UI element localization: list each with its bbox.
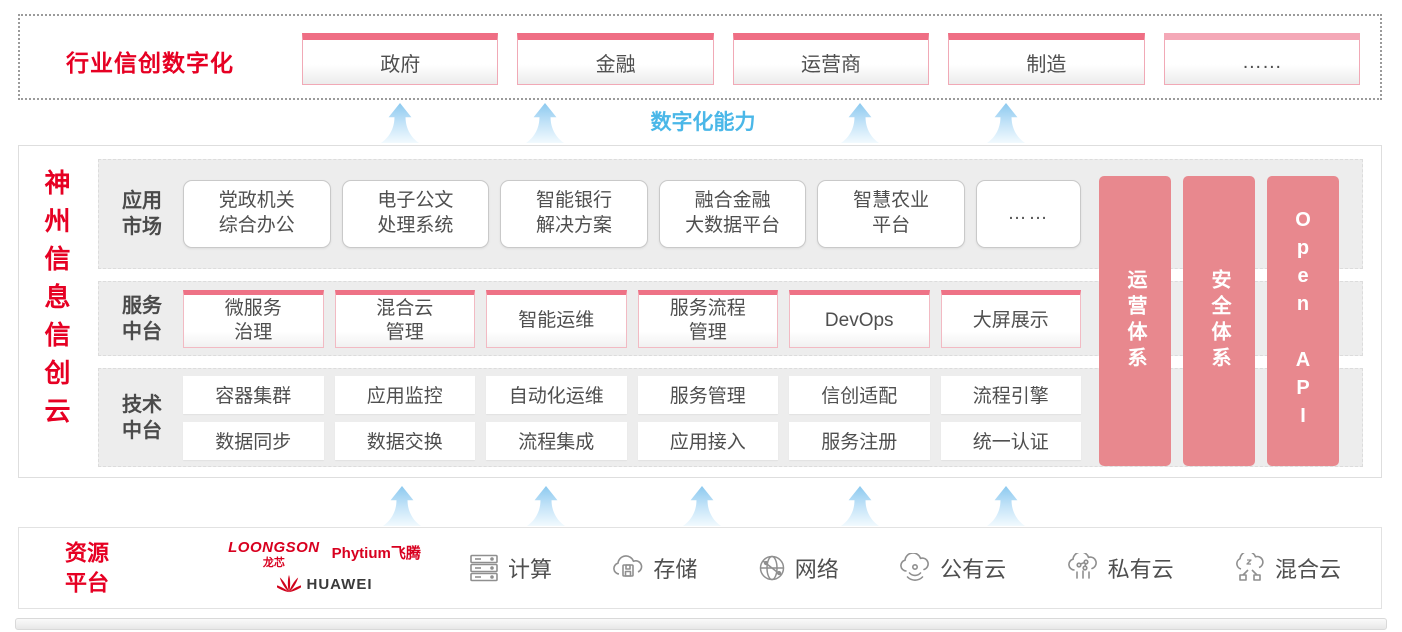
platform-panel: 神州信息信创云 应用 市场 党政机关 综合办公 电子公文 处理系统 智能银行 解…	[18, 145, 1382, 478]
resource-item-public-cloud: 公有云	[897, 552, 1006, 584]
service-item: 大屏展示	[940, 289, 1081, 348]
up-arrow-icon	[382, 486, 422, 526]
resource-item-private-cloud: 私有云	[1065, 552, 1174, 584]
up-arrow-icon	[682, 486, 722, 526]
tech-item: 数据同步	[183, 421, 324, 460]
tech-item: 自动化运维	[486, 375, 627, 414]
phytium-wordmark: Phytium飞腾	[331, 545, 421, 562]
capability-label: 数字化能力	[650, 111, 756, 134]
up-arrow-icon	[525, 103, 565, 143]
private-cloud-icon	[1067, 553, 1097, 579]
row-label-technology-platform: 技术 中台	[122, 393, 162, 442]
tech-item: 数据交换	[334, 421, 475, 460]
industry-box-list: 政府 金融 运营商 制造 ……	[302, 33, 1361, 85]
app-item: 融合金融 大数据平台	[658, 180, 807, 248]
app-item: 智慧农业 平台	[817, 180, 965, 248]
tech-item: 应用接入	[637, 421, 778, 460]
up-arrow-icon	[986, 103, 1026, 143]
resource-item-compute: 计算	[467, 552, 552, 584]
resource-item-hybrid-cloud: 混合云	[1232, 552, 1341, 584]
network-icon	[759, 555, 785, 581]
loongson-wordmark: LOONGSON	[228, 539, 320, 556]
technology-item-grid: 容器集群 应用监控 自动化运维 服务管理 信创适配 流程引擎 数据同步 数据交换…	[183, 369, 1081, 466]
service-item: 混合云 管理	[334, 289, 475, 348]
up-arrow-icon	[986, 486, 1026, 526]
vendor-logos: LOONGSON 龙芯 Phytium飞腾 HUAWEI	[217, 539, 432, 594]
resource-item-network: 网络	[756, 552, 839, 584]
pillar-list: 运营体系 安全体系 Open API	[1099, 176, 1339, 466]
resource-platform-panel: 资源 平台 LOONGSON 龙芯 Phytium飞腾 HUAWEI	[18, 527, 1382, 609]
tech-item: 流程集成	[486, 421, 627, 460]
resource-item-label: 私有云	[1107, 557, 1174, 582]
platform-title: 神州信息信创云	[41, 169, 71, 435]
huawei-logo: HUAWEI	[217, 574, 432, 594]
industry-box-more: ……	[1163, 33, 1361, 85]
resource-platform-title: 资源 平台	[65, 540, 110, 595]
phytium-logo: Phytium飞腾	[332, 542, 421, 563]
tech-item: 流程引擎	[940, 375, 1081, 414]
pillar-open-api: Open API	[1267, 176, 1339, 466]
row-label-application-market: 应用 市场	[122, 190, 162, 238]
resource-item-label: 网络	[794, 557, 839, 582]
industry-box-finance: 金融	[517, 33, 714, 85]
service-item: 智能运维	[486, 289, 627, 348]
industry-box-manufacturing: 制造	[948, 33, 1145, 85]
service-item: 服务流程 管理	[637, 289, 778, 348]
storage-icon	[613, 555, 643, 577]
tech-item: 容器集群	[183, 375, 324, 414]
compute-icon	[470, 554, 498, 582]
resource-item-storage: 存储	[610, 552, 697, 584]
app-item-more: ……	[975, 180, 1081, 248]
up-arrow-icon	[840, 486, 880, 526]
public-cloud-icon	[900, 553, 930, 581]
up-arrow-icon	[526, 486, 566, 526]
pillar-security-system: 安全体系	[1183, 176, 1255, 466]
huawei-flower-icon	[276, 574, 301, 593]
app-item: 党政机关 综合办公	[183, 180, 331, 248]
resource-item-label: 计算	[508, 557, 553, 582]
bottom-divider-bar	[15, 618, 1387, 630]
app-item: 智能银行 解决方案	[500, 180, 648, 248]
resource-item-label: 公有云	[940, 557, 1007, 582]
loongson-logo: LOONGSON 龙芯	[228, 539, 320, 570]
industry-band: 行业信创数字化 政府 金融 运营商 制造 ……	[18, 14, 1382, 100]
tech-item: 信创适配	[789, 375, 930, 414]
up-arrow-icon	[840, 103, 880, 143]
pillar-operation-system: 运营体系	[1099, 176, 1171, 466]
hybrid-cloud-icon	[1236, 553, 1264, 581]
tech-item: 应用监控	[334, 375, 475, 414]
tech-item: 统一认证	[940, 421, 1081, 460]
service-item: 微服务 治理	[183, 289, 324, 348]
app-item: 电子公文 处理系统	[341, 180, 490, 248]
resource-item-label: 混合云	[1274, 557, 1341, 582]
loongson-cn-label: 龙芯	[262, 557, 285, 569]
application-item-list: 党政机关 综合办公 电子公文 处理系统 智能银行 解决方案 融合金融 大数据平台…	[183, 160, 1081, 268]
industry-band-title: 行业信创数字化	[66, 50, 234, 76]
service-item: DevOps	[789, 289, 930, 348]
up-arrow-icon	[380, 103, 420, 143]
resource-item-list: 计算 存储	[467, 528, 1341, 608]
tech-item: 服务管理	[637, 375, 778, 414]
tech-item: 服务注册	[789, 421, 930, 460]
service-item-list: 微服务 治理 混合云 管理 智能运维 服务流程 管理 DevOps 大屏展示	[183, 282, 1081, 355]
row-label-service-platform: 服务 中台	[122, 294, 162, 343]
industry-box-operator: 运营商	[732, 33, 930, 85]
huawei-wordmark: HUAWEI	[306, 575, 373, 593]
industry-box-government: 政府	[302, 33, 499, 85]
resource-item-label: 存储	[653, 557, 698, 582]
